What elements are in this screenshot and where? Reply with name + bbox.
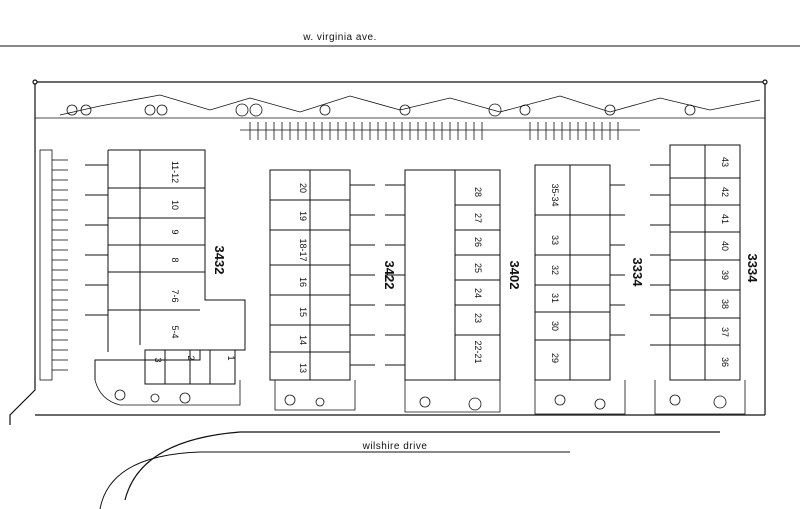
unit-label: 2 [186, 355, 196, 360]
unit-label: 33 [550, 235, 560, 245]
building-3334-west [534, 164, 625, 381]
building-number-3334-west: 3334 [630, 258, 645, 288]
unit-label: 5-4 [170, 325, 180, 338]
unit-label: 36 [720, 357, 730, 367]
unit-label: 15 [298, 307, 308, 317]
building-3422 [269, 169, 375, 381]
north-street: w. virginia ave. [0, 32, 800, 47]
building-number-3402: 3402 [507, 261, 522, 290]
unit-label: 23 [473, 313, 483, 323]
north-landscape-strip [35, 94, 765, 119]
south-street: wilshire drive [99, 431, 720, 509]
unit-label: 31 [550, 293, 560, 303]
unit-label: 24 [473, 288, 483, 298]
north-street-label: w. virginia ave. [302, 32, 377, 43]
unit-label: 40 [720, 241, 730, 251]
building-number-3334-east: 3334 [745, 254, 760, 284]
unit-label: 43 [720, 157, 730, 167]
unit-label: 28 [473, 187, 483, 197]
unit-label: 9 [170, 229, 180, 234]
unit-label: 10 [170, 200, 180, 210]
unit-label: 20 [298, 183, 308, 193]
unit-label: 27 [473, 213, 483, 223]
unit-label: 32 [550, 265, 560, 275]
north-parking-row [240, 122, 640, 140]
unit-label: 11-12 [170, 161, 180, 183]
building-3402 [385, 169, 501, 381]
unit-label: 30 [550, 321, 560, 331]
unit-label: 14 [298, 335, 308, 345]
unit-label: 25 [473, 263, 483, 273]
unit-label: 37 [720, 327, 730, 337]
unit-label: 8 [170, 257, 180, 262]
unit-label: 35-34 [550, 183, 560, 206]
property-boundary [9, 79, 768, 425]
building-3334-east [650, 144, 741, 381]
unit-label: 42 [720, 187, 730, 197]
south-landscaping [94, 379, 746, 415]
unit-label: 16 [298, 277, 308, 287]
unit-label: 13 [298, 363, 308, 373]
unit-label: 26 [473, 237, 483, 247]
unit-label: 19 [298, 211, 308, 221]
west-parking-column [39, 149, 68, 381]
unit-label: 7-6 [170, 289, 180, 302]
unit-label: 41 [720, 214, 730, 224]
unit-label: 3 [153, 357, 163, 362]
south-street-label: wilshire drive [362, 441, 428, 452]
unit-label: 29 [550, 353, 560, 363]
building-number-3432: 3432 [212, 246, 227, 275]
unit-label: 38 [720, 299, 730, 309]
unit-label: 1 [226, 355, 236, 360]
building-3432 [85, 149, 246, 385]
unit-label: 22-21 [473, 340, 483, 363]
unit-label: 39 [720, 270, 730, 280]
unit-label: 18-17 [298, 238, 308, 261]
